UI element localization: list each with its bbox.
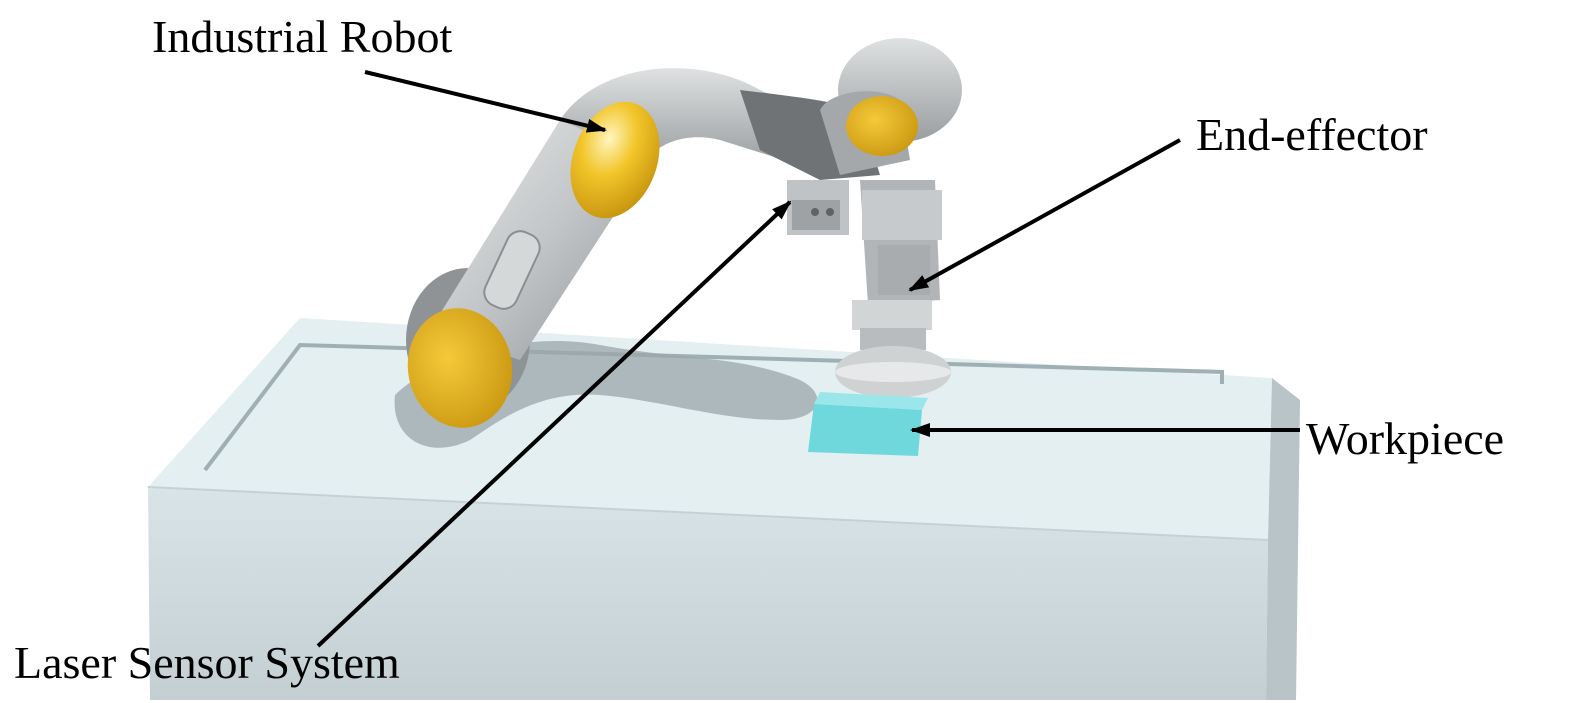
laser-sensor-system (787, 180, 849, 235)
label-workpiece: Workpiece (1306, 413, 1505, 464)
arrow-industrial-robot (364, 70, 607, 133)
label-laser-sensor-system: Laser Sensor System (14, 637, 400, 688)
end-effector (835, 300, 951, 398)
arrow-laser-sensor-system (316, 200, 792, 648)
arrow-end-effector (908, 138, 1181, 292)
workpiece (808, 392, 928, 456)
label-end-effector: End-effector (1196, 109, 1428, 160)
industrial-robot (406, 38, 962, 428)
annotation-arrows (316, 70, 1300, 648)
label-industrial-robot: Industrial Robot (152, 11, 453, 62)
